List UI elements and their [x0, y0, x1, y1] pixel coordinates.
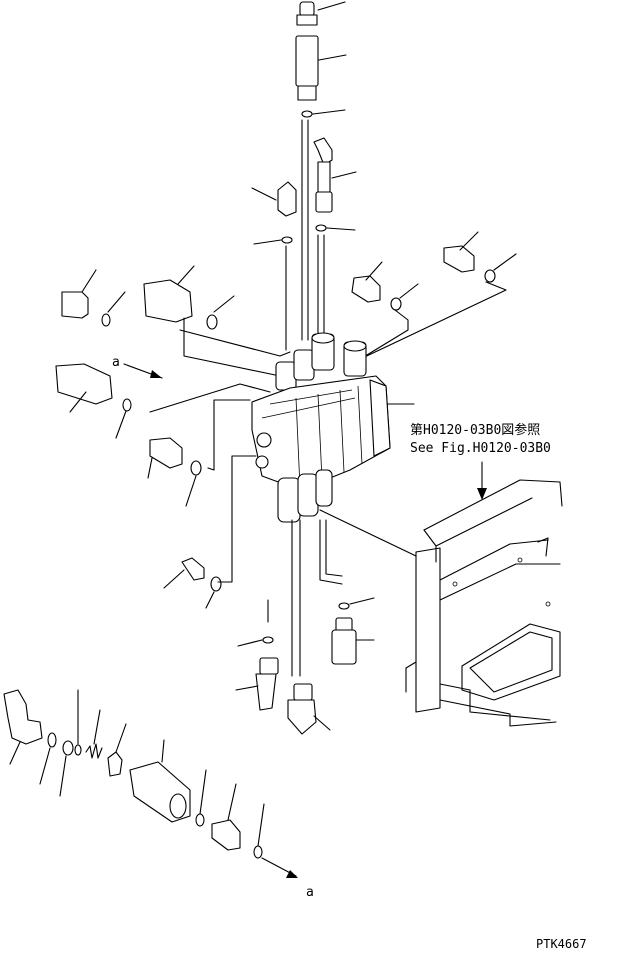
- left-fitting-1: [61, 269, 97, 319]
- reference-arrow: [477, 488, 487, 500]
- oring-lower-left: [237, 636, 274, 647]
- figure-reference-japanese: 第H0120-03B0図参照: [410, 422, 540, 438]
- left-fitting-4: [147, 437, 183, 479]
- bottom-oring-2: [195, 769, 207, 827]
- connection-label-top: a: [112, 355, 120, 370]
- right-oring-1: [390, 283, 419, 311]
- bolt-left: [163, 557, 205, 589]
- elbow-fitting-top: [313, 137, 357, 213]
- bottom-oring-1: [39, 732, 57, 785]
- left-valve-2: [143, 265, 195, 323]
- bottom-fitting: [211, 783, 241, 851]
- drawing-code: PTK4667: [536, 937, 587, 951]
- bottom-washer: [59, 740, 74, 797]
- figure-reference-english: See Fig.H0120-03B0: [410, 441, 551, 456]
- machine-frame-outline: [405, 479, 563, 727]
- right-fitting-2: [443, 231, 479, 273]
- left-oring-4: [185, 460, 202, 507]
- top-fitting: [296, 1, 346, 26]
- elbow-lower-center: [287, 683, 331, 735]
- right-oring-2: [484, 253, 517, 283]
- left-oring-1: [101, 291, 126, 327]
- oring-right-of-stack: [315, 224, 356, 232]
- oring-lower-right: [338, 597, 375, 610]
- oring-left-top: [253, 236, 293, 245]
- control-valve-body: [251, 332, 415, 523]
- bottom-oring-3: [253, 803, 265, 859]
- bottom-spring: [85, 709, 103, 759]
- elbow-bottom-left: [3, 689, 43, 765]
- top-oring: [301, 109, 346, 118]
- left-oring-2: [206, 295, 235, 330]
- washer-left: [205, 576, 222, 609]
- valve-lower-right: [331, 617, 375, 665]
- left-valve-3: [55, 363, 113, 413]
- fitting-lower-left: [235, 657, 279, 711]
- connection-label-bottom: a: [306, 885, 314, 900]
- bottom-poppet: [107, 723, 127, 777]
- right-fitting-1: [351, 261, 383, 303]
- angled-fitting-left-top: [251, 181, 297, 217]
- bottom-small-ring: [74, 689, 82, 756]
- top-relief-valve: [295, 35, 347, 101]
- bottom-valve-body: [129, 739, 191, 823]
- left-oring-3: [115, 398, 132, 439]
